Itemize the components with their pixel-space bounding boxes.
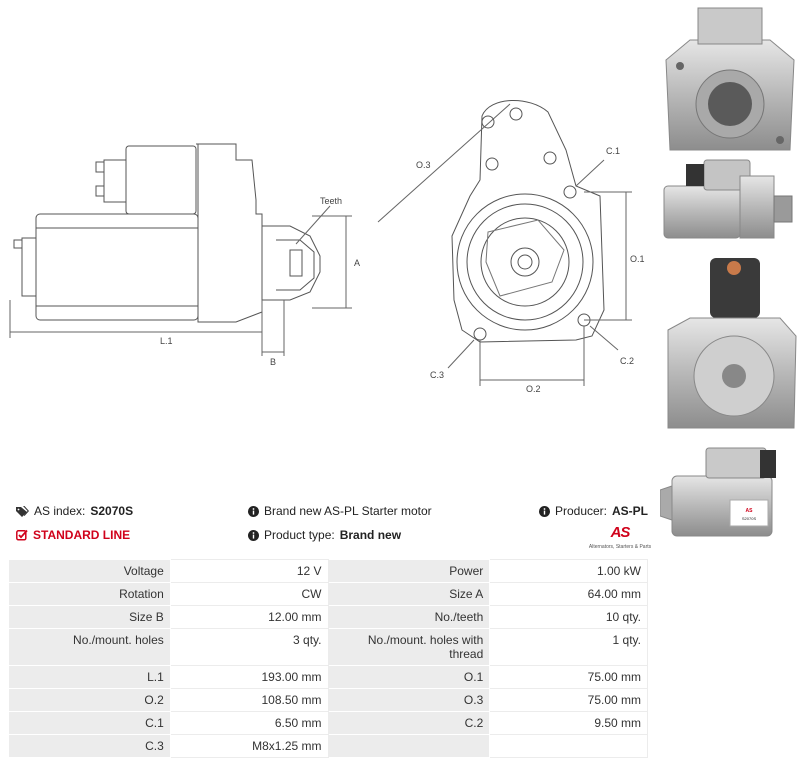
- table-row: Rotation CW Size A 64.00 mm: [8, 582, 648, 606]
- spec-value: 3 qty.: [169, 628, 329, 666]
- spec-key: O.3: [327, 688, 491, 712]
- spec-value: 12 V: [169, 559, 329, 583]
- spec-value: M8x1.25 mm: [169, 734, 329, 758]
- spec-key: Size A: [327, 582, 491, 606]
- spec-key: No./teeth: [327, 605, 491, 629]
- specs-table: Voltage 12 V Power 1.00 kW Rotation CW S…: [8, 559, 648, 758]
- photo-rear-view: [667, 258, 797, 429]
- info-icon: [538, 505, 550, 517]
- spec-value: 108.50 mm: [169, 688, 329, 712]
- photo-front-view: [665, 7, 795, 151]
- spec-value: CW: [169, 582, 329, 606]
- spec-value: 6.50 mm: [169, 711, 329, 735]
- table-row: C.3 M8x1.25 mm: [8, 734, 648, 758]
- product-type-value: Brand new: [339, 528, 402, 542]
- spec-key: [327, 734, 491, 758]
- spec-value: 12.00 mm: [169, 605, 329, 629]
- label-teeth: Teeth: [320, 196, 342, 206]
- spec-value: 9.50 mm: [489, 711, 648, 735]
- label-c3: C.3: [430, 370, 444, 380]
- label-o1: O.1: [630, 254, 645, 264]
- label-c1: C.1: [606, 146, 620, 156]
- as-pl-logo: AS Alternators, Starters & Parts: [588, 524, 652, 554]
- product-type-label: Product type:: [264, 528, 335, 542]
- spec-value: 75.00 mm: [489, 688, 648, 712]
- spec-key: Power: [327, 559, 491, 583]
- info-row-2: STANDARD LINE Product type: Brand new: [0, 528, 660, 548]
- info-icon: [248, 529, 259, 541]
- logo-tagline: Alternators, Starters & Parts: [588, 544, 652, 550]
- label-l1: L.1: [160, 336, 173, 346]
- photo-label-view: AS S2070S: [660, 447, 776, 537]
- info-row-1: AS index: S2070S Brand new AS-PL Starter…: [0, 504, 660, 524]
- info-icon: [248, 505, 259, 517]
- producer: Producer: AS-PL: [538, 504, 648, 518]
- spec-key: C.3: [8, 734, 171, 758]
- spec-key: Size B: [8, 605, 171, 629]
- spec-key: Rotation: [8, 582, 171, 606]
- spec-value: 10 qty.: [489, 605, 648, 629]
- svg-text:AS: AS: [746, 508, 754, 514]
- description-text: Brand new AS-PL Starter motor: [264, 504, 432, 518]
- technical-drawing: Teeth A B L.1 O.3 C.1 O.1 C.2 C.3 O.2: [9, 100, 645, 394]
- as-index-value: S2070S: [90, 504, 134, 518]
- label-a: A: [354, 258, 360, 268]
- spec-value: 64.00 mm: [489, 582, 648, 606]
- spec-value: [489, 734, 648, 758]
- description: Brand new AS-PL Starter motor: [248, 504, 432, 518]
- spec-key: No./mount. holes with thread: [327, 628, 491, 666]
- product-line-text: STANDARD LINE: [33, 528, 131, 542]
- label-o3: O.3: [416, 160, 431, 170]
- table-row: L.1 193.00 mm O.1 75.00 mm: [8, 665, 648, 689]
- spec-key: O.1: [327, 665, 491, 689]
- table-row: C.1 6.50 mm C.2 9.50 mm: [8, 711, 648, 735]
- photo-label-text: S2070S: [742, 516, 757, 521]
- table-row: No./mount. holes 3 qty. No./mount. holes…: [8, 628, 648, 666]
- spec-value: 193.00 mm: [169, 665, 329, 689]
- photo-side-view: [663, 159, 793, 239]
- table-row: O.2 108.50 mm O.3 75.00 mm: [8, 688, 648, 712]
- spec-value: 1 qty.: [489, 628, 648, 666]
- spec-value: 75.00 mm: [489, 665, 648, 689]
- spec-key: L.1: [8, 665, 171, 689]
- table-row: Size B 12.00 mm No./teeth 10 qty.: [8, 605, 648, 629]
- spec-value: 1.00 kW: [489, 559, 648, 583]
- label-o2: O.2: [526, 384, 541, 394]
- label-c2: C.2: [620, 356, 634, 366]
- spec-key: Voltage: [8, 559, 171, 583]
- logo-mark: AS: [610, 524, 631, 541]
- spec-key: C.2: [327, 711, 491, 735]
- product-line: STANDARD LINE: [16, 528, 130, 542]
- table-row: Voltage 12 V Power 1.00 kW: [8, 559, 648, 583]
- spec-key: O.2: [8, 688, 171, 712]
- producer-label: Producer:: [554, 504, 607, 518]
- product-photos: AS S2070S: [660, 7, 797, 537]
- tag-icon: [16, 505, 29, 517]
- checkbox-checked-icon: [16, 529, 28, 541]
- label-b: B: [270, 357, 276, 367]
- product-type: Product type: Brand new: [248, 528, 401, 542]
- as-index-label: AS index:: [34, 504, 86, 518]
- as-index: AS index: S2070S: [16, 504, 133, 518]
- producer-value: AS-PL: [612, 504, 648, 518]
- spec-key: No./mount. holes: [8, 628, 171, 666]
- spec-key: C.1: [8, 711, 171, 735]
